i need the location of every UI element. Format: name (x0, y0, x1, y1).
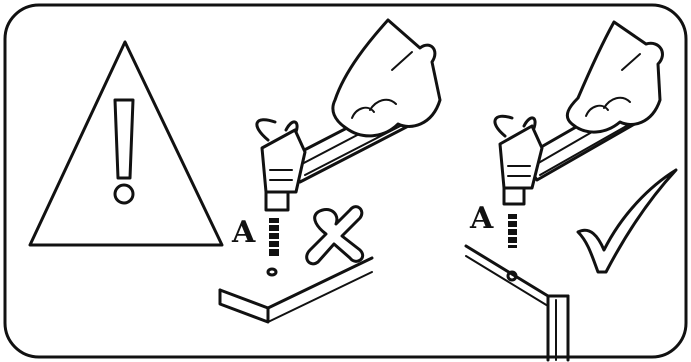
check-icon (576, 168, 678, 274)
board-panel-left (218, 256, 374, 324)
part-label-right: A (469, 201, 494, 236)
dowel-pin-icon-left (268, 218, 280, 256)
warning-triangle-icon (28, 40, 224, 247)
hand-icon-right (565, 20, 664, 134)
board-panel-right (464, 244, 570, 362)
cross-icon (305, 205, 365, 266)
dowel-hole (266, 267, 278, 277)
part-label-left: A (231, 215, 256, 250)
hand-icon-left (331, 18, 442, 138)
panel-frame (3, 3, 688, 359)
dowel-hole (506, 270, 518, 282)
dowel-pin-icon-right (507, 214, 518, 248)
